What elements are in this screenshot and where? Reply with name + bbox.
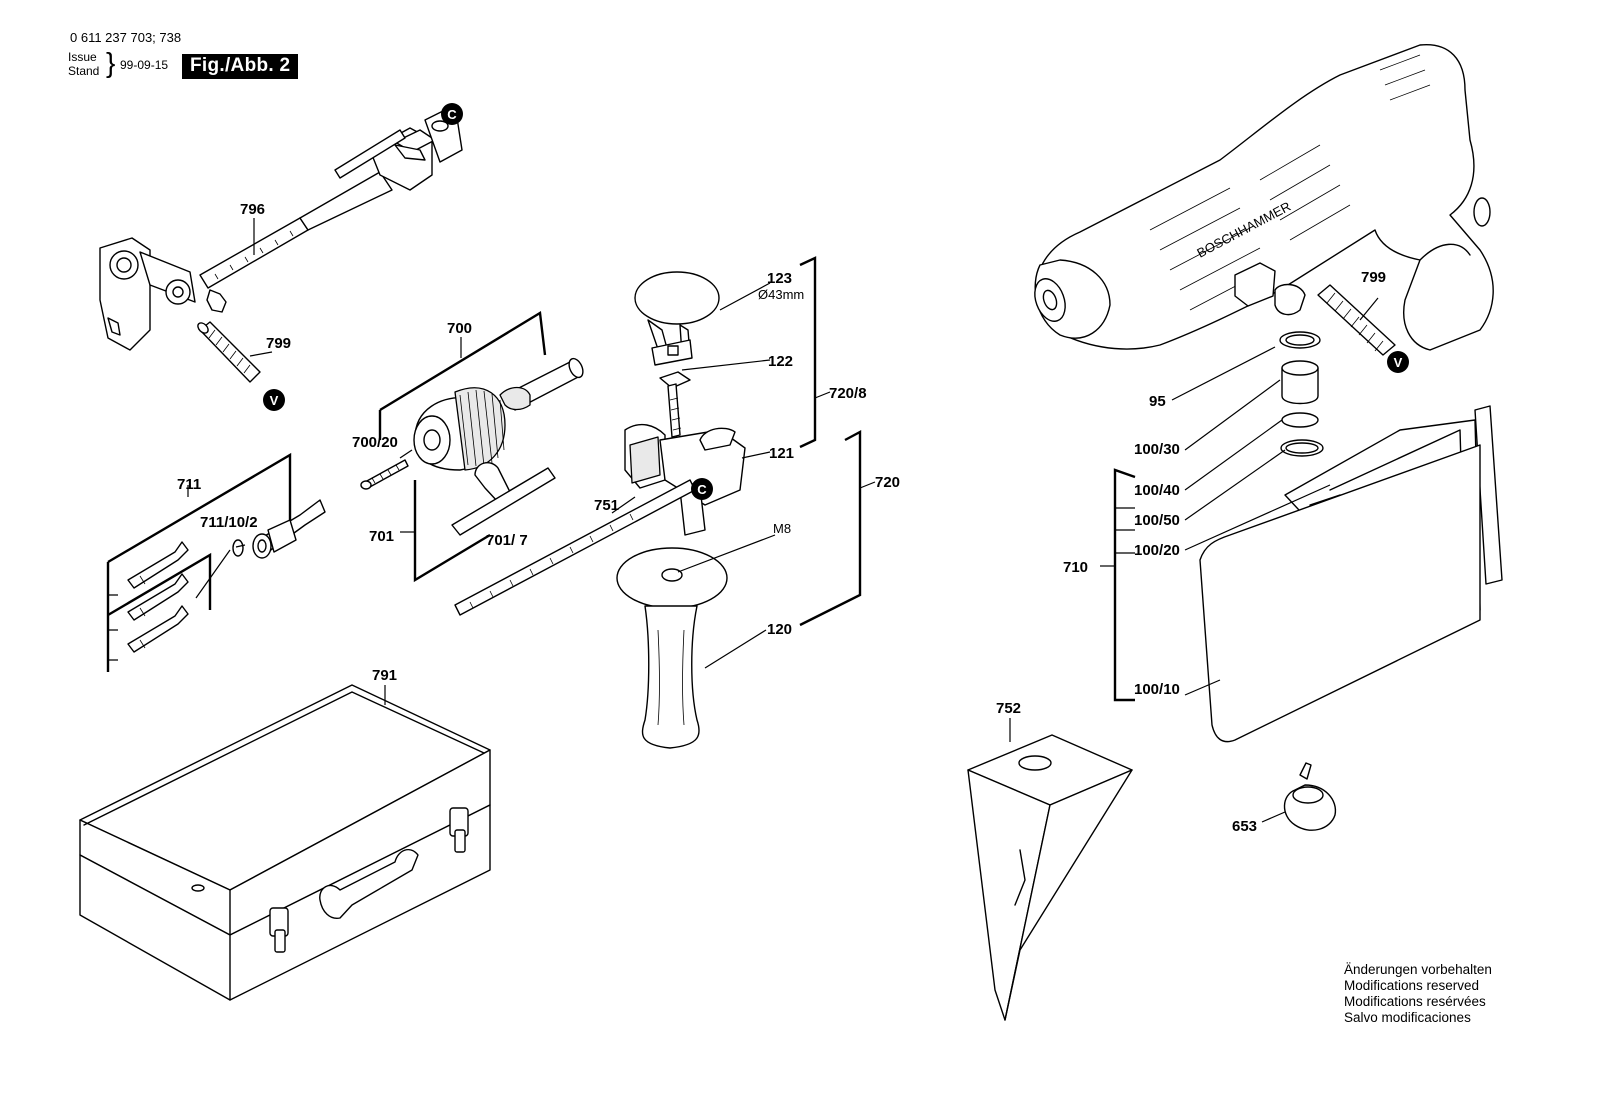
depth-stop-assembly [99,104,463,383]
part-label-711: 711 [177,476,201,493]
part-label-653: 653 [1232,818,1257,835]
issue-stand-label: Issue Stand } [68,49,115,79]
part-label-720: 720 [875,474,900,491]
part-label-100-20: 100/20 [1134,542,1180,559]
part-label-791: 791 [372,667,397,684]
part-label-122: 122 [768,353,793,370]
part-label-100-30: 100/30 [1134,441,1180,458]
part-label-100-40: 100/40 [1134,482,1180,499]
modifications-notice: Änderungen vorbehalten Modifications res… [1344,962,1492,1026]
document-number: 0 611 237 703; 738 [70,30,182,45]
part-label-701: 701 [369,528,394,545]
notice-line-fr: Modifications resérvées [1344,994,1486,1009]
issue-label: Issue [68,50,97,64]
marker-c-middle: C [691,478,713,500]
part-label-120: 120 [767,621,792,638]
marker-v-right: V [1387,351,1409,373]
carrying-case [79,684,491,1001]
brace-glyph: } [106,47,116,78]
part-label-799-left: 799 [266,335,291,352]
issue-date: 99-09-15 [120,58,169,72]
rotary-hammer-body: BOSCHHAMMER [1034,44,1494,356]
marker-c-top: C [441,103,463,125]
marker-c-top-text: C [447,107,457,122]
part-label-701-7: 701/ 7 [486,532,528,549]
part-label-752: 752 [996,700,1021,717]
part-label-796: 796 [240,201,265,218]
part-label-720-8: 720/8 [829,385,867,402]
dust-extraction-parts [967,331,1503,1021]
part-label-123: 123 [767,270,792,287]
part-label-751: 751 [594,497,619,514]
stand-label: Stand [68,64,100,78]
marker-c-middle-text: C [697,482,707,497]
part-label-700-20: 700/20 [352,434,398,451]
notice-line-de: Änderungen vorbehalten [1344,962,1492,977]
notice-line-en: Modifications reserved [1344,978,1480,993]
part-label-710: 710 [1063,559,1088,576]
part-label-100-50: 100/50 [1134,512,1180,529]
chuck-and-bits [127,357,584,653]
part-label-100-10: 100/10 [1134,681,1180,698]
notice-line-es: Salvo modificaciones [1344,1010,1471,1025]
leader-lines [106,218,1379,823]
part-label-711-10-2: 711/10/2 [200,514,258,531]
auxiliary-handle-assembly [454,271,746,749]
marker-v-left-text: V [270,393,279,408]
figure-label: Fig./Abb. 2 [182,54,299,79]
marker-v-left: V [263,389,285,411]
part-label-m8: M8 [773,521,791,536]
part-label-123-size: Ø43mm [758,287,804,302]
part-label-95: 95 [1149,393,1166,410]
part-label-121: 121 [769,445,794,462]
marker-v-right-text: V [1394,355,1403,370]
part-label-700: 700 [447,320,472,337]
part-label-799-right: 799 [1361,269,1386,286]
